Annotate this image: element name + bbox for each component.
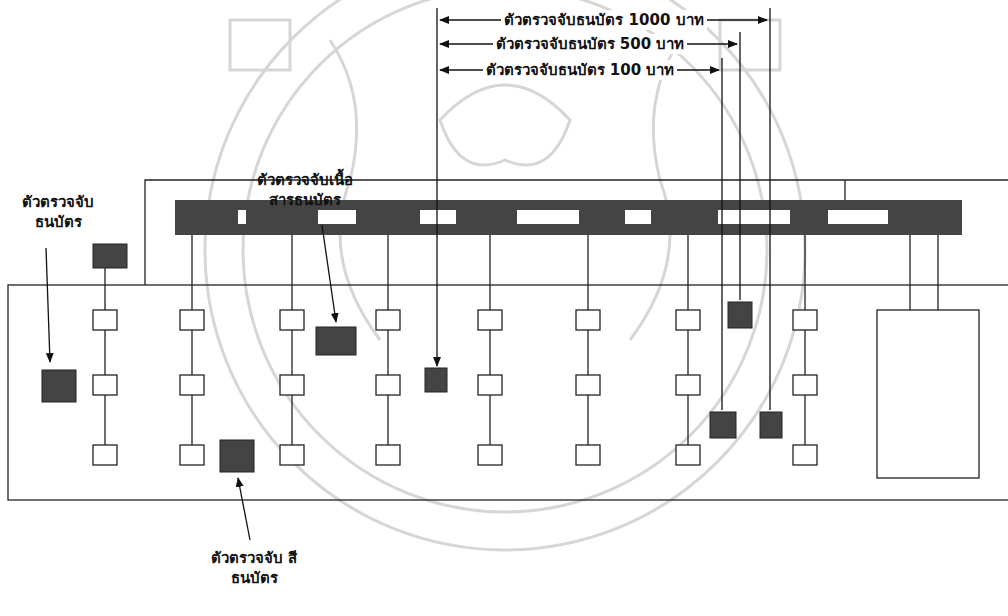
roller: [576, 445, 600, 465]
roller: [376, 310, 400, 330]
callout-label: ตัวตรวจจับเนื้อ สารธนบัตร: [242, 170, 368, 211]
callout-label: ตัวตรวจจับธนบัตร 1000 บาท: [501, 10, 706, 30]
roller: [93, 445, 117, 465]
roller: [478, 310, 502, 330]
roller: [793, 375, 817, 395]
roller: [93, 310, 117, 330]
roller: [576, 310, 600, 330]
roller: [280, 310, 304, 330]
roller: [676, 310, 700, 330]
roller: [478, 375, 502, 395]
watermark: [205, 0, 805, 550]
roller: [793, 310, 817, 330]
roller: [180, 375, 204, 395]
roller: [376, 445, 400, 465]
roller: [376, 375, 400, 395]
roller: [576, 375, 600, 395]
roller: [180, 310, 204, 330]
roller: [93, 375, 117, 395]
roller: [478, 445, 502, 465]
roller: [180, 445, 204, 465]
roller: [676, 375, 700, 395]
roller: [280, 375, 304, 395]
callout-label: ตัวตรวจจับ สีธนบัตร: [206, 548, 302, 589]
roller: [793, 445, 817, 465]
roller: [280, 445, 304, 465]
callout-label: ตัวตรวจจับธนบัตร 500 บาท: [493, 34, 688, 54]
roller: [676, 445, 700, 465]
callout-label: ตัวตรวจจับธนบัตร 100 บาท: [483, 60, 678, 80]
callout-label: ตัวตรวจจับ ธนบัตร: [10, 192, 106, 233]
